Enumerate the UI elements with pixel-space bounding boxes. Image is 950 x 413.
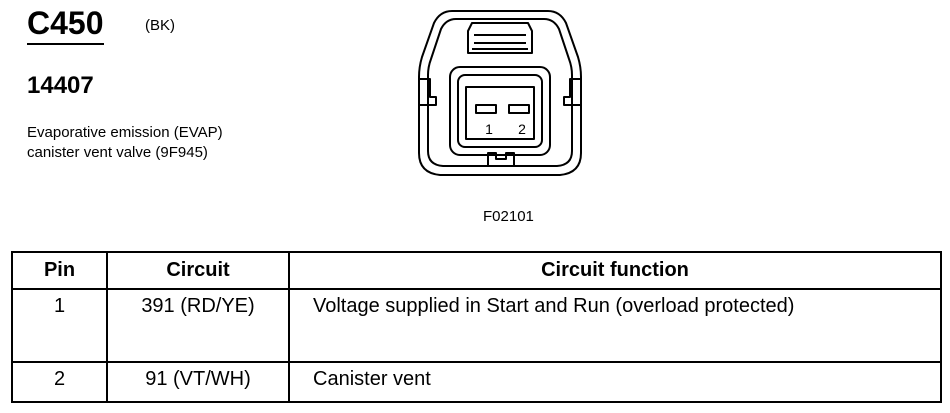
right-latch [563, 78, 581, 106]
left-latch [419, 78, 437, 106]
pin-2-cavity [508, 104, 530, 114]
connector-housing-outer [418, 10, 582, 176]
pin-table: Pin Circuit Circuit function 1 391 (RD/Y… [11, 251, 942, 403]
header-circuit-function: Circuit function [288, 251, 942, 290]
table-row: 1 391 (RD/YE) Voltage supplied in Start … [11, 288, 942, 363]
terminal-face [465, 86, 535, 140]
terminal-shroud-inner [457, 74, 543, 148]
description-line-2: canister vent valve (9F945) [27, 144, 208, 161]
connector-id: C450 [27, 4, 104, 45]
connector-face-diagram: 1 2 [418, 10, 582, 176]
pin-cell: 2 [11, 361, 108, 403]
description-line-1: Evaporative emission (EVAP) [27, 124, 223, 141]
figure-id: F02101 [483, 208, 534, 225]
circuit-cell: 391 (RD/YE) [106, 288, 290, 363]
part-number: 14407 [27, 72, 94, 99]
connector-housing-inner [427, 18, 573, 167]
circuit-function-cell: Canister vent [288, 361, 942, 403]
pin-cell: 1 [11, 288, 108, 363]
pin-2-label: 2 [518, 121, 526, 137]
circuit-function-cell: Voltage supplied in Start and Run (overl… [288, 288, 942, 363]
terminal-shroud-outer [449, 66, 551, 156]
connector-color-code: (BK) [145, 17, 175, 34]
pin-1-label: 1 [485, 121, 493, 137]
header-circuit: Circuit [106, 251, 290, 290]
table-header-row: Pin Circuit Circuit function [11, 251, 942, 290]
bottom-key [487, 152, 515, 166]
locking-tab [467, 22, 533, 54]
component-description: Evaporative emission (EVAP) canister ven… [27, 123, 223, 163]
header-pin: Pin [11, 251, 108, 290]
pin-1-cavity [475, 104, 497, 114]
circuit-cell: 91 (VT/WH) [106, 361, 290, 403]
table-row: 2 91 (VT/WH) Canister vent [11, 361, 942, 403]
